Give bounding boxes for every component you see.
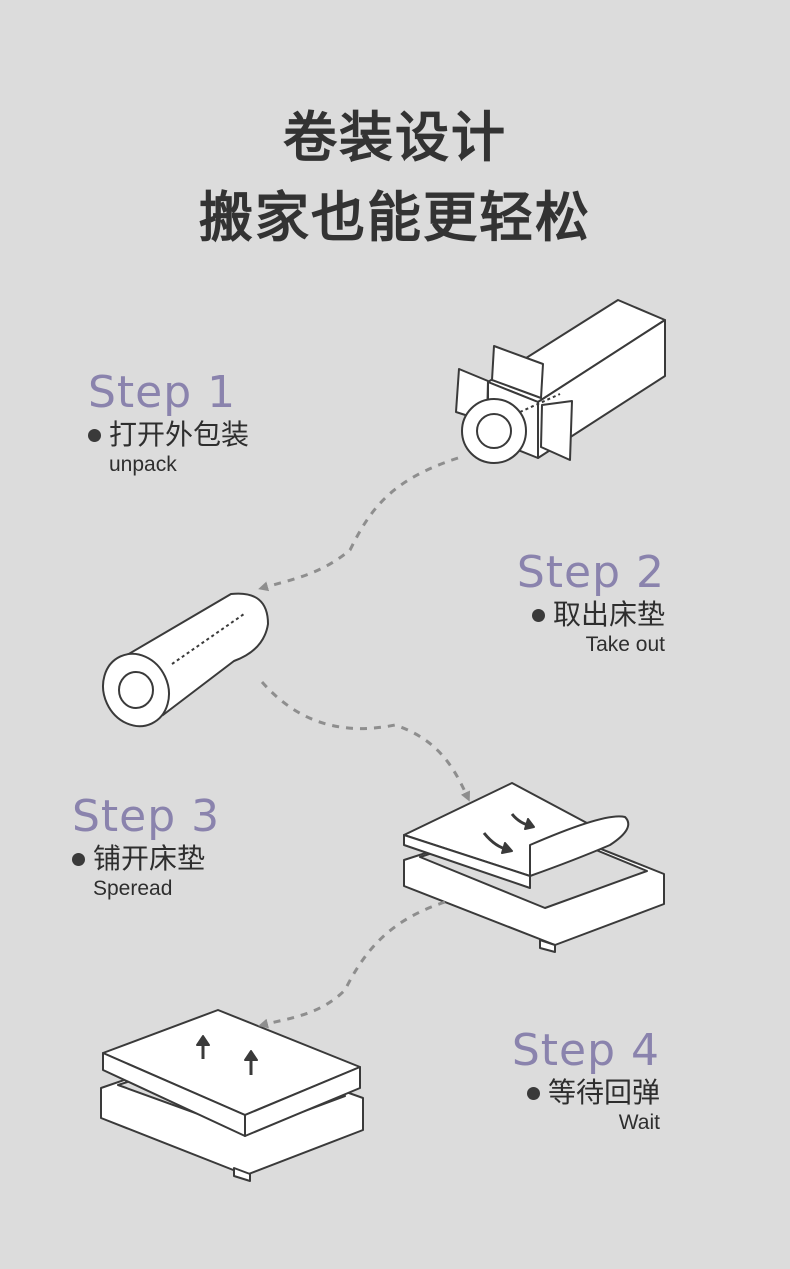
connector-1-2 <box>258 456 459 592</box>
step-4-title-text: 等待回弹 <box>547 1076 660 1109</box>
step-3-label: Step 3 <box>72 791 221 842</box>
step-2-subtitle: Take out <box>585 633 665 656</box>
step-3-title-text: 铺开床垫 <box>93 842 206 875</box>
connector-2-3 <box>260 681 471 802</box>
step-4: Step 4 等待回弹 Wait <box>455 1026 660 1136</box>
heading-line-1: 卷装设计 <box>283 106 507 169</box>
connector-3-4 <box>258 900 446 1029</box>
spreading-mattress-icon <box>403 782 665 953</box>
step-2-title: 取出床垫 <box>460 598 665 632</box>
step-1: Step 1 打开外包装 unpack <box>88 368 249 478</box>
bullet-dot-icon <box>526 1086 540 1100</box>
step-2-label: Step 2 <box>516 547 665 598</box>
step-4-title: 等待回弹 <box>455 1076 660 1110</box>
step-1-title-text: 打开外包装 <box>109 418 250 451</box>
rolled-mattress-icon <box>102 592 270 728</box>
step-1-label: Step 1 <box>88 367 237 418</box>
step-3: Step 3 铺开床垫 Speread <box>72 792 220 902</box>
bullet-dot-icon <box>531 608 545 622</box>
heading-line-2: 搬家也能更轻松 <box>199 186 591 249</box>
step-2-title-text: 取出床垫 <box>552 598 665 631</box>
step-1-subtitle: unpack <box>109 453 177 476</box>
step-1-title: 打开外包装 <box>88 418 249 452</box>
step-2: Step 2 取出床垫 Take out <box>460 548 665 658</box>
bullet-dot-icon <box>72 852 85 866</box>
step-4-subtitle: Wait <box>618 1111 660 1134</box>
expanding-mattress-icon <box>100 1009 364 1182</box>
step-4-label: Step 4 <box>511 1025 660 1076</box>
step-3-subtitle: Speread <box>93 877 173 900</box>
step-3-title: 铺开床垫 <box>72 842 220 876</box>
bullet-dot-icon <box>88 428 101 442</box>
boxed-roll-icon <box>455 299 666 464</box>
step-connectors <box>258 456 471 1029</box>
